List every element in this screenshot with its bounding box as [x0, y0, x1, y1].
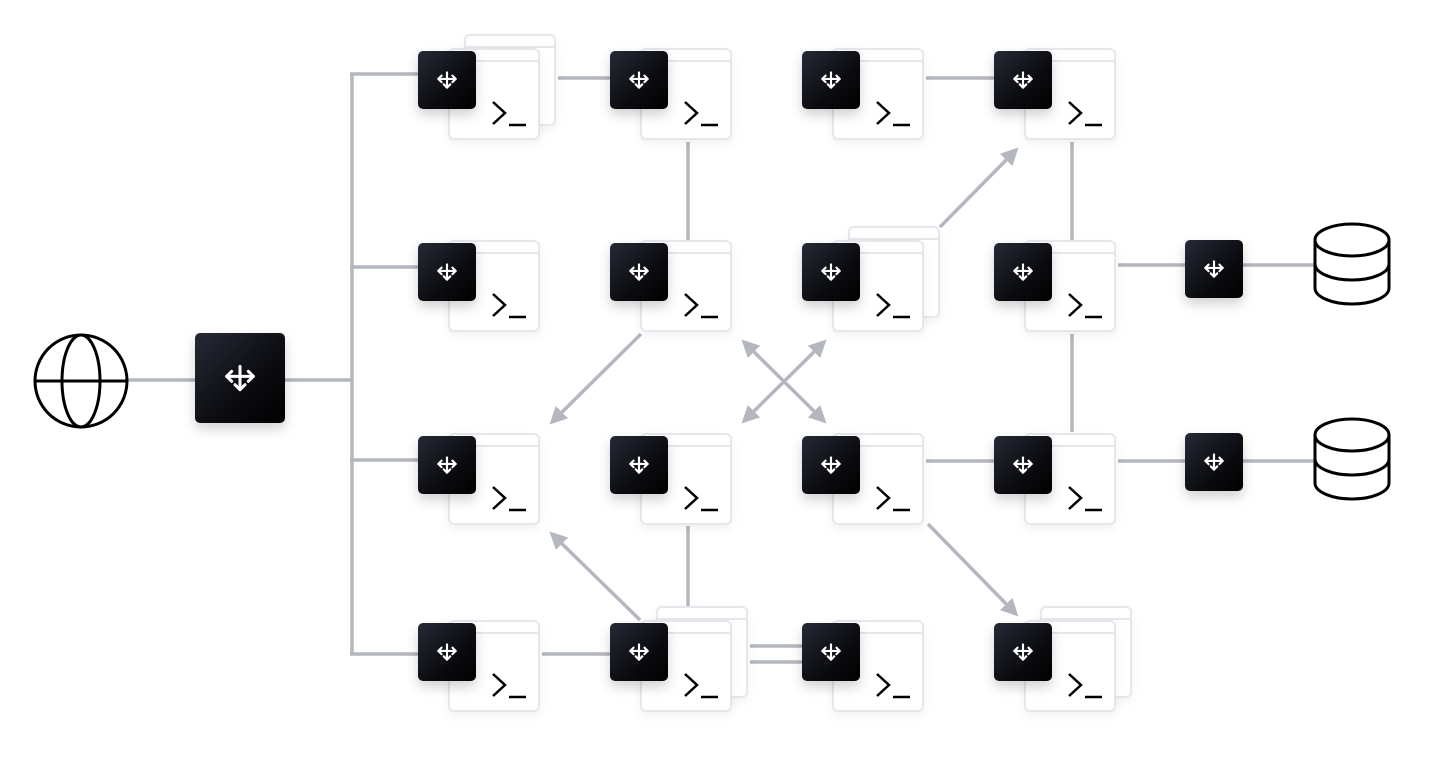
- server-node-r3c4[interactable]: [994, 433, 1118, 533]
- node-load-balancer[interactable]: [610, 243, 668, 301]
- server-node-r1c4[interactable]: [994, 48, 1118, 148]
- move-arrows-icon: [821, 71, 841, 89]
- node-load-balancer[interactable]: [418, 436, 476, 494]
- terminal-icon: [492, 673, 526, 699]
- server-node-r1c3[interactable]: [802, 48, 926, 148]
- move-arrows-icon: [629, 456, 649, 474]
- arrow-r2c3-r1c4: [938, 147, 1019, 229]
- terminal-icon: [876, 486, 910, 512]
- node-load-balancer[interactable]: [610, 623, 668, 681]
- move-arrows-icon: [437, 643, 457, 661]
- move-arrows-icon: [821, 263, 841, 281]
- server-node-r2c3[interactable]: [802, 226, 940, 340]
- main-load-balancer[interactable]: [195, 333, 285, 423]
- node-load-balancer[interactable]: [802, 623, 860, 681]
- server-node-r4c1[interactable]: [418, 620, 542, 720]
- node-load-balancer[interactable]: [610, 51, 668, 109]
- server-node-r3c1[interactable]: [418, 433, 542, 533]
- node-load-balancer[interactable]: [994, 623, 1052, 681]
- move-arrows-icon: [1204, 260, 1224, 278]
- node-load-balancer[interactable]: [418, 623, 476, 681]
- terminal-icon: [876, 673, 910, 699]
- terminal-icon: [684, 101, 718, 127]
- server-node-r1c1[interactable]: [418, 34, 556, 148]
- terminal-icon: [684, 486, 718, 512]
- database-icon: [1313, 222, 1391, 306]
- move-arrows-icon: [437, 456, 457, 474]
- arrow-r3c3-r4c4: [926, 522, 1019, 617]
- node-load-balancer[interactable]: [802, 243, 860, 301]
- database-icon: [1313, 417, 1391, 501]
- server-node-r2c4[interactable]: [994, 240, 1118, 340]
- node-load-balancer[interactable]: [418, 243, 476, 301]
- move-arrows-icon: [1013, 263, 1033, 281]
- node-load-balancer[interactable]: [418, 51, 476, 109]
- terminal-icon: [1068, 486, 1102, 512]
- server-node-r1c2[interactable]: [610, 48, 734, 148]
- terminal-icon: [1068, 293, 1102, 319]
- arrow-bidir-2: [741, 339, 827, 424]
- terminal-icon: [876, 293, 910, 319]
- move-arrows-icon: [1204, 453, 1224, 471]
- move-arrows-icon: [437, 263, 457, 281]
- server-node-r2c2[interactable]: [610, 240, 734, 340]
- terminal-icon: [1068, 673, 1102, 699]
- server-node-r2c1[interactable]: [418, 240, 542, 340]
- move-arrows-icon: [821, 643, 841, 661]
- terminal-icon: [492, 101, 526, 127]
- terminal-icon: [684, 673, 718, 699]
- node-load-balancer[interactable]: [994, 436, 1052, 494]
- move-arrows-icon: [437, 71, 457, 89]
- server-node-r3c3[interactable]: [802, 433, 926, 533]
- server-node-r4c3[interactable]: [802, 620, 926, 720]
- arrow-r4c2-r3c1: [549, 531, 642, 622]
- server-node-r3c2[interactable]: [610, 433, 734, 533]
- terminal-icon: [1068, 101, 1102, 127]
- node-load-balancer[interactable]: [610, 436, 668, 494]
- node-load-balancer[interactable]: [802, 51, 860, 109]
- move-arrows-icon: [1013, 456, 1033, 474]
- terminal-icon: [492, 293, 526, 319]
- globe-icon: [33, 333, 129, 429]
- arrow-r2c2-r3c1: [549, 332, 643, 425]
- move-arrows-icon: [629, 643, 649, 661]
- terminal-icon: [492, 486, 526, 512]
- move-arrows-icon: [629, 263, 649, 281]
- move-arrows-icon: [1013, 643, 1033, 661]
- node-load-balancer[interactable]: [802, 436, 860, 494]
- move-arrows-icon: [629, 71, 649, 89]
- node-load-balancer[interactable]: [994, 243, 1052, 301]
- node-load-balancer[interactable]: [994, 51, 1052, 109]
- db-load-balancer-1[interactable]: [1185, 240, 1243, 298]
- db-load-balancer-2[interactable]: [1185, 433, 1243, 491]
- move-arrows-icon: [225, 364, 255, 392]
- server-window: [448, 620, 540, 712]
- terminal-icon: [684, 293, 718, 319]
- server-node-r4c4[interactable]: [994, 606, 1132, 720]
- move-arrows-icon: [821, 456, 841, 474]
- move-arrows-icon: [1013, 71, 1033, 89]
- server-node-r4c2[interactable]: [610, 606, 748, 720]
- terminal-icon: [876, 101, 910, 127]
